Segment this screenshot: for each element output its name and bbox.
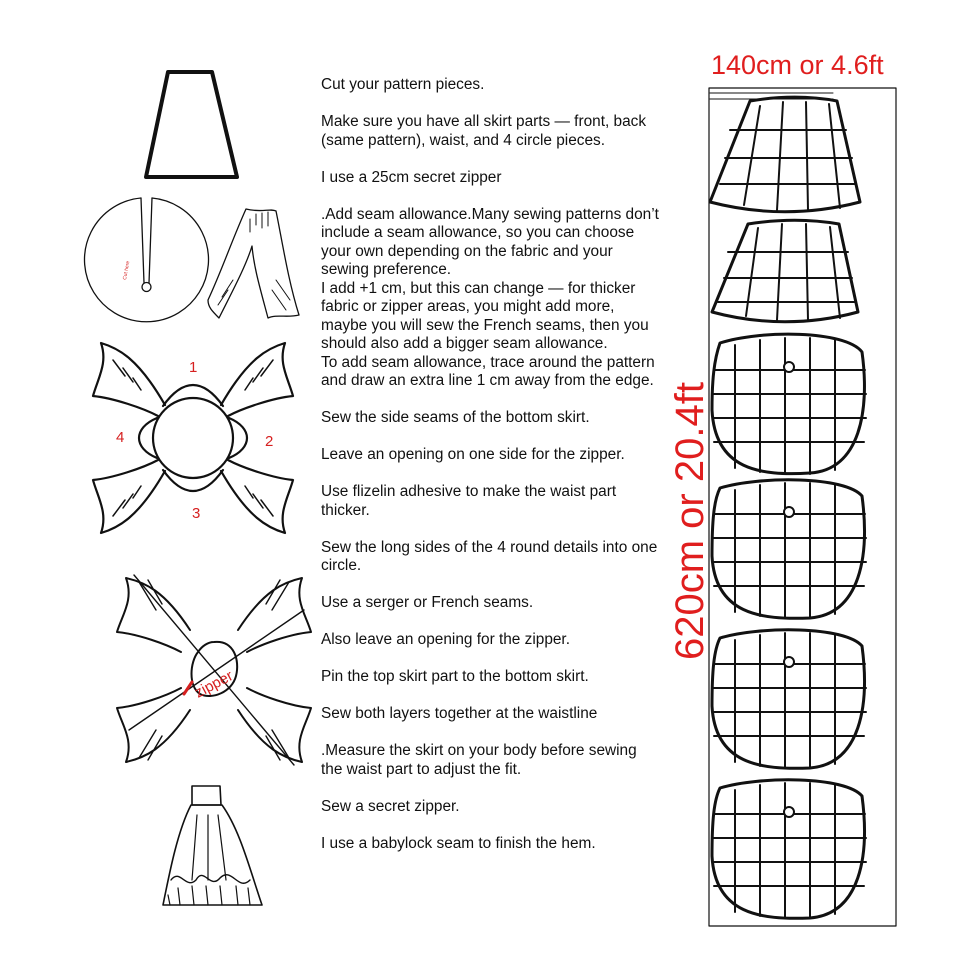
step-28: [321, 779, 661, 798]
step-11: Sew the side seams of the bottom skirt.: [321, 409, 590, 426]
fabric-layout: [708, 87, 897, 927]
step-31: I use a babylock seam to finish the hem.: [321, 834, 596, 852]
step-24: [321, 687, 661, 706]
step-16: [321, 520, 661, 539]
instruction-list: Cut your pattern pieces. Make sure you h…: [321, 76, 661, 853]
step-26: [321, 724, 661, 743]
step-10: [321, 391, 661, 410]
step-15: Use flizelin adhesive to make the waist …: [321, 483, 617, 519]
step-30: [321, 816, 661, 835]
step-20: [321, 613, 661, 632]
ruffle-pattern: [207, 208, 300, 319]
piece-number-1: 1: [189, 359, 197, 376]
step-13: Leave an opening on one side for the zip…: [321, 446, 625, 463]
step-2: [321, 95, 661, 114]
step-25: Sew both layers together at the waistlin…: [321, 705, 598, 722]
piece-number-2: 2: [265, 433, 273, 450]
assembled-circle-layout: [116, 574, 312, 766]
step-18: [321, 576, 661, 595]
finished-skirt: [162, 785, 263, 906]
fabric-length-label: 620cm or 20.4ft: [668, 382, 712, 660]
step-8: I add +1 cm, but this can change — for t…: [321, 279, 649, 353]
step-12: [321, 428, 661, 447]
step-22: [321, 650, 661, 669]
four-circle-layout: [91, 341, 295, 535]
step-7: .Add seam allowance.Many sewing patterns…: [321, 205, 659, 279]
fabric-width-label: 140cm or 4.6ft: [711, 50, 884, 80]
step-1: Cut your pattern pieces.: [321, 76, 485, 93]
step-29: Sew a secret zipper.: [321, 797, 460, 815]
step-19: Use a serger or French seams.: [321, 594, 534, 611]
step-14: [321, 465, 661, 484]
step-17: Sew the long sides of the 4 round detail…: [321, 538, 658, 575]
step-27: .Measure the skirt on your body before s…: [321, 742, 637, 778]
piece-number-3: 3: [192, 505, 200, 522]
step-3: Make sure you have all skirt parts — fro…: [321, 113, 647, 149]
piece-number-4: 4: [116, 429, 124, 446]
step-4: [321, 150, 661, 169]
cut-note: Cut here: [122, 260, 131, 280]
circle-pattern: Cut here: [83, 197, 210, 323]
skirt-panel-pattern: [144, 70, 239, 179]
step-6: [321, 187, 661, 206]
step-9: To add seam allowance, trace around the …: [321, 353, 655, 390]
step-23: Pin the top skirt part to the bottom ski…: [321, 668, 589, 685]
step-21: Also leave an opening for the zipper.: [321, 631, 570, 648]
step-5: I use a 25cm secret zipper: [321, 168, 502, 186]
